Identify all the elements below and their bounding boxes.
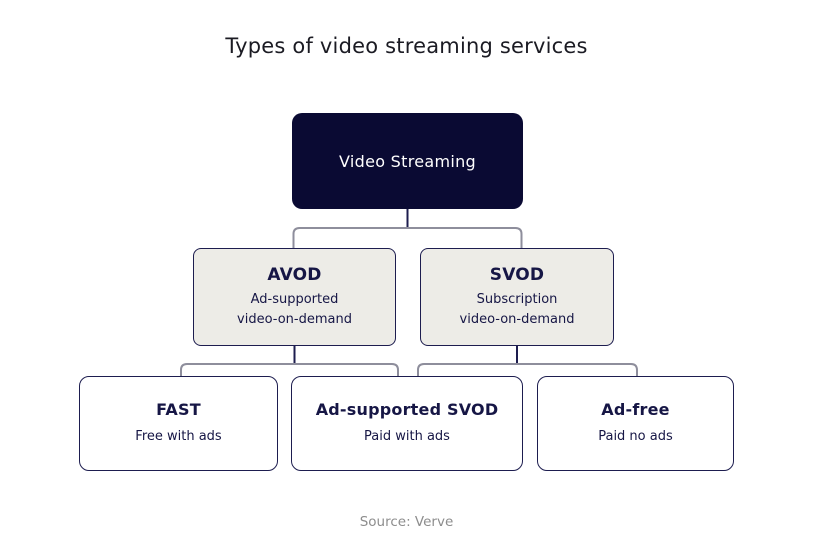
- node-svod-subline-2: video-on-demand: [459, 311, 575, 327]
- node-svod-sublabel: Subscription video-on-demand: [460, 290, 575, 329]
- node-ad-free: Ad-free Paid no ads: [537, 376, 734, 471]
- node-svod-label: SVOD: [489, 265, 545, 285]
- node-ad-supported-svod-sublabel: Paid with ads: [364, 429, 450, 445]
- connector-root-bracket: [292, 227, 523, 248]
- node-ad-supported-svod-label: Ad-supported SVOD: [315, 400, 499, 420]
- node-avod: AVOD Ad-supported video-on-demand: [193, 248, 396, 346]
- node-ad-supported-svod: Ad-supported SVOD Paid with ads: [291, 376, 523, 471]
- node-ad-free-sublabel: Paid no ads: [598, 429, 673, 445]
- node-video-streaming-label: Video Streaming: [338, 151, 477, 171]
- connector-svod-bracket: [417, 363, 638, 376]
- node-svod: SVOD Subscription video-on-demand: [420, 248, 614, 346]
- connector-avod-bracket: [180, 363, 399, 376]
- node-avod-label: AVOD: [267, 265, 322, 285]
- node-avod-subline-1: Ad-supported: [250, 292, 339, 307]
- source-attribution: Source: Verve: [359, 514, 454, 530]
- node-fast-sublabel: Free with ads: [135, 429, 222, 445]
- node-ad-free-label: Ad-free: [601, 400, 670, 420]
- node-fast: FAST Free with ads: [79, 376, 278, 471]
- node-fast-label: FAST: [156, 400, 201, 420]
- node-avod-subline-2: video-on-demand: [237, 311, 352, 327]
- node-avod-sublabel: Ad-supported video-on-demand: [237, 290, 352, 329]
- page-title: Types of video streaming services: [225, 34, 588, 58]
- node-svod-subline-1: Subscription: [476, 292, 558, 307]
- node-video-streaming: Video Streaming: [292, 113, 523, 209]
